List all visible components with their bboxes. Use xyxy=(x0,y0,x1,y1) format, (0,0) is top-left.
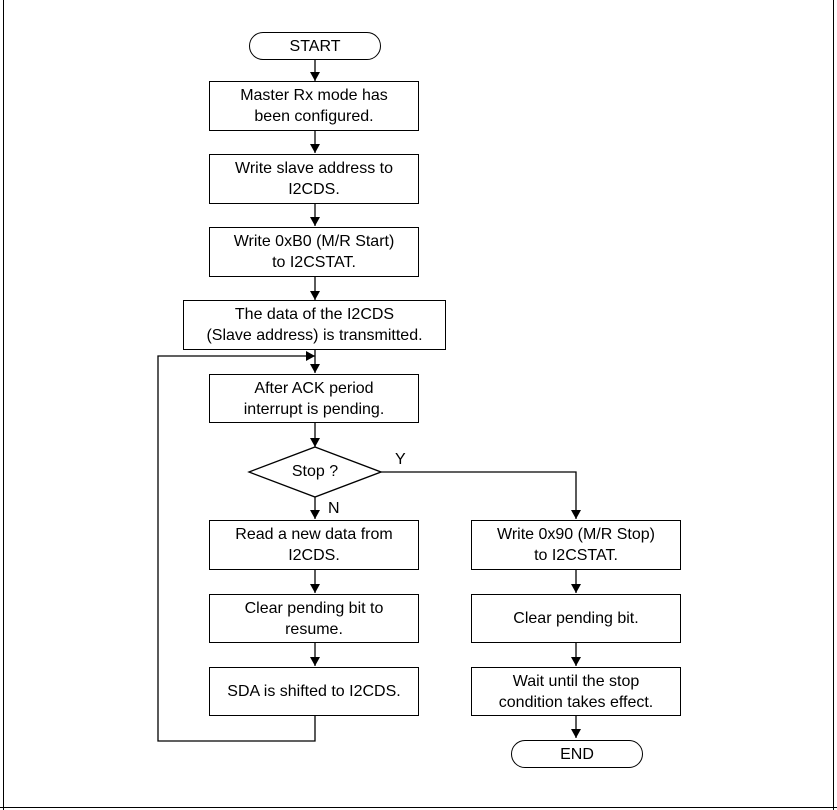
start-label: START xyxy=(289,37,341,55)
step-write-0xb0: Write 0xB0 (M/R Start) to I2CSTAT. xyxy=(209,227,419,277)
decision-no-label: N xyxy=(328,500,340,517)
step-clear-pending-resume: Clear pending bit to resume. xyxy=(209,594,419,643)
page-edge-bottom xyxy=(0,807,837,808)
step-write-slave-address: Write slave address to I2CDS. xyxy=(209,154,419,204)
step-master-rx-configured: Master Rx mode has been configured. xyxy=(209,81,419,131)
step-sda-shifted: SDA is shifted to I2CDS. xyxy=(209,667,419,716)
page-edge-left xyxy=(3,0,4,810)
decision-yes-label: Y xyxy=(395,451,406,468)
arrow-decision-yes xyxy=(381,471,581,519)
step-wait-stop-condition: Wait until the stop condition takes effe… xyxy=(471,667,681,716)
page-edge-right xyxy=(833,0,834,810)
loop-back-connector xyxy=(157,351,316,742)
step-read-new-data: Read a new data from I2CDS. xyxy=(209,520,419,570)
step-clear-pending-bit: Clear pending bit. xyxy=(471,594,681,643)
step-data-transmitted: The data of the I2CDS (Slave address) is… xyxy=(183,300,446,350)
step-ack-interrupt-pending: After ACK period interrupt is pending. xyxy=(209,374,419,423)
end-terminal: END xyxy=(511,740,643,768)
decision-diamond xyxy=(247,446,383,498)
step-write-0x90: Write 0x90 (M/R Stop) to I2CSTAT. xyxy=(471,520,681,570)
start-terminal: START xyxy=(249,32,381,60)
decision-label: Stop ? xyxy=(291,463,339,480)
end-label: END xyxy=(560,745,594,763)
